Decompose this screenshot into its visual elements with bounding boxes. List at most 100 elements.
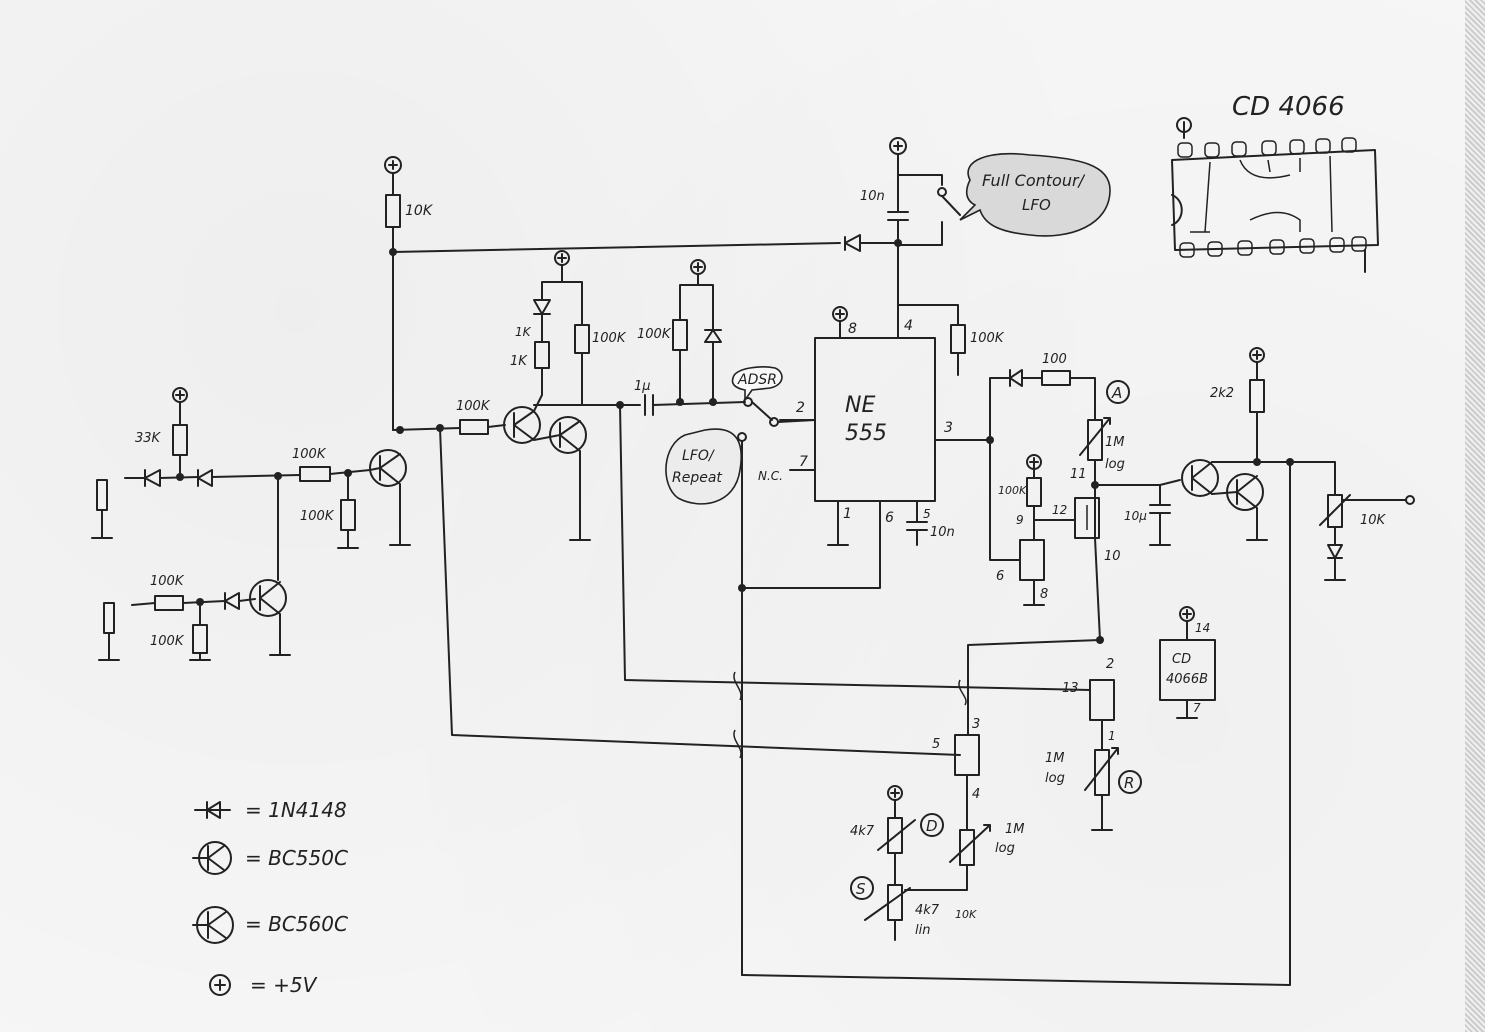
legend-plus-label: = +5V bbox=[250, 973, 318, 997]
c14-label: 14 bbox=[1195, 621, 1210, 635]
c7-label: 7 bbox=[1193, 701, 1201, 715]
ne555-body bbox=[814, 337, 936, 502]
r2k2-label: 2k2 bbox=[1210, 386, 1234, 401]
legend-npn-label: = BC550C bbox=[245, 846, 348, 870]
s6-label: 6 bbox=[996, 569, 1004, 584]
pin3-label: 3 bbox=[944, 420, 953, 436]
r1m-d-log-label: log bbox=[995, 841, 1015, 856]
output-stage: 2k2 10K bbox=[741, 347, 1415, 986]
input-jack-2 bbox=[103, 602, 115, 634]
legend-diode-symbol bbox=[194, 801, 231, 819]
top-pins bbox=[1177, 137, 1357, 158]
s4-label: 4 bbox=[972, 787, 980, 802]
paper-edge bbox=[1465, 0, 1485, 1032]
r100k-in1-label: 100K bbox=[292, 447, 327, 462]
pin5-label: 5 bbox=[923, 507, 931, 521]
top-rail: 10K 10n Full Contour/ LFO bbox=[384, 137, 1111, 431]
s12-label: 12 bbox=[1052, 503, 1067, 517]
cd4066-pinout: CD 4066 bbox=[1171, 92, 1379, 273]
ne555: NE 555 8 4 100K 2 7 N.C. 3 1 6 5 10n bbox=[739, 304, 1005, 589]
switch-b bbox=[1019, 539, 1045, 581]
cd4066b-label-1: CD bbox=[1172, 652, 1191, 667]
adsr-label: ADSR bbox=[737, 372, 777, 388]
ne-label: NE bbox=[845, 393, 875, 418]
pin7-label: 7 bbox=[799, 454, 808, 470]
output-transistor-1 bbox=[1181, 459, 1219, 497]
r1k-label: 1K bbox=[510, 354, 528, 369]
chip-title-label: CD 4066 bbox=[1232, 92, 1345, 122]
chip-body bbox=[1171, 149, 1379, 251]
lfo-repeat-label-1: LFO/ bbox=[682, 448, 715, 464]
s3-label: 3 bbox=[972, 717, 980, 732]
r100k-in2-label: 100K bbox=[150, 574, 185, 589]
cd4066b-body bbox=[1159, 639, 1216, 701]
switch-c bbox=[1089, 679, 1115, 721]
r100k-b-label: 100K bbox=[592, 331, 627, 346]
pin1-label: 1 bbox=[843, 506, 852, 522]
full-contour-label: Full Contour/ bbox=[982, 171, 1086, 190]
nc-label: N.C. bbox=[758, 469, 783, 483]
lfo-label: LFO bbox=[1022, 196, 1051, 214]
legend-diode-label: = 1N4148 bbox=[245, 798, 347, 822]
trigger-stage: 100K 1K 1K 100K 1µ 100K ADSR bbox=[392, 250, 1091, 976]
adsr-bubble bbox=[731, 366, 783, 403]
c10n-pin5-label: 10n bbox=[930, 525, 955, 540]
r10k-s-label: 10K bbox=[955, 908, 977, 921]
r1m-d-label: 1M bbox=[1005, 822, 1025, 837]
c10n-top-label: 10n bbox=[860, 189, 885, 204]
lfo-repeat-label-2: Repeat bbox=[672, 470, 722, 486]
pin6-label: 6 bbox=[885, 510, 894, 526]
r100k-in1b-label: 100K bbox=[300, 509, 335, 524]
s1-label: 1 bbox=[1108, 729, 1116, 743]
r1m-r-log-label: log bbox=[1045, 771, 1065, 786]
r4k7-s-label: 4k7 bbox=[915, 903, 940, 918]
led-label: 1K bbox=[515, 325, 532, 339]
input-jack-1 bbox=[96, 479, 108, 511]
555-label: 555 bbox=[845, 421, 887, 446]
s9-label: 9 bbox=[1016, 513, 1024, 527]
cd4066b-label-2: 4066B bbox=[1166, 672, 1208, 687]
a-pot-label: 1M bbox=[1105, 435, 1125, 450]
r10k-out-label: 10K bbox=[1360, 513, 1387, 528]
r100k-in2b-label: 100K bbox=[150, 634, 185, 649]
r10k-top-label: 10K bbox=[405, 203, 434, 219]
pin2-label: 2 bbox=[796, 400, 805, 416]
lfo-repeat-bubble bbox=[665, 428, 742, 505]
circle-d-label: D bbox=[926, 817, 938, 835]
bottom-pins bbox=[1179, 236, 1367, 258]
circle-a-label: A bbox=[1111, 384, 1122, 402]
attack-path: 100 A 1M log 11 12 10 100K 9 6 8 10µ bbox=[986, 352, 1171, 641]
release-decay: 2 13 1 1M log R 3 5 4 1M log 4k7 D S 4k bbox=[850, 636, 1142, 941]
legend-pnp-label: = BC560C bbox=[245, 912, 348, 936]
c1u-label: 1µ bbox=[634, 379, 651, 394]
r33k-label: 33K bbox=[135, 431, 162, 446]
circle-s-label: S bbox=[856, 880, 866, 898]
switch-a bbox=[1074, 497, 1100, 539]
s11-label: 11 bbox=[1070, 467, 1087, 482]
s13-label: 13 bbox=[1062, 681, 1079, 696]
s10-label: 10 bbox=[1104, 549, 1121, 564]
circle-r-label: R bbox=[1124, 774, 1134, 792]
r100-a-label: 100 bbox=[1042, 352, 1067, 367]
r100k-555-label: 100K bbox=[970, 331, 1005, 346]
pin4-label: 4 bbox=[904, 318, 913, 334]
r100k-mid-label: 100K bbox=[456, 399, 491, 414]
inputs: 33K 100K 100K 100K 100K bbox=[91, 387, 411, 661]
legend-plus-symbol bbox=[209, 974, 231, 996]
legend: = 1N4148 = BC550C = BC560C = +5V bbox=[192, 798, 348, 997]
cd4066b-power: 14 CD 4066B 7 bbox=[1159, 606, 1216, 719]
r100k-sw-label: 100K bbox=[998, 484, 1027, 497]
s2-label: 2 bbox=[1106, 657, 1114, 672]
s5-label: 5 bbox=[932, 737, 940, 752]
c10u-label: 10µ bbox=[1124, 509, 1147, 523]
r1m-r-label: 1M bbox=[1045, 751, 1065, 766]
s8-label: 8 bbox=[1040, 587, 1048, 602]
lin-label: lin bbox=[915, 923, 930, 938]
r4k7-d-label: 4k7 bbox=[850, 824, 875, 839]
full-contour-bubble bbox=[959, 152, 1111, 237]
chip-notch bbox=[1171, 194, 1183, 226]
r100k-c-label: 100K bbox=[637, 327, 672, 342]
a-log-label: log bbox=[1105, 457, 1125, 472]
pin8-label: 8 bbox=[848, 321, 857, 337]
